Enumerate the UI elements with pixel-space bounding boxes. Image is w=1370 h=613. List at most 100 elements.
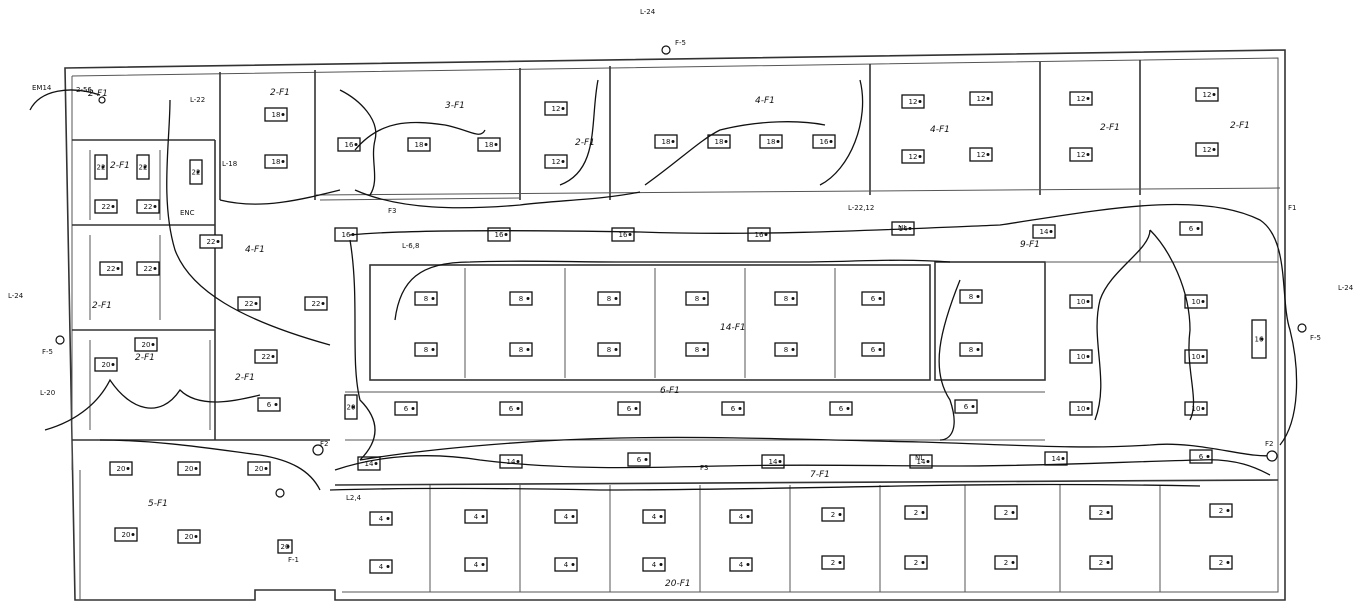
fixture-connection-dot [838,561,842,564]
fixture-box [774,342,798,357]
fixture-label: 10 [1192,298,1201,306]
fixture-label: 2 [914,559,918,567]
fixture-connection-dot [254,302,258,305]
fixture-label: 22 [102,203,111,211]
fixture-connection-dot [644,458,648,461]
fixture-label: 20 [185,465,194,473]
light-fixture: 8 [685,291,709,306]
fixture-box [729,557,753,572]
circuit-labels: L-24 F-5 EM14 2-56 L-22 L-18 ENC L-24 F-… [8,8,1354,564]
light-fixture: 2 [821,555,845,570]
fixture-label: 8 [424,346,428,354]
light-fixture: 12 [544,154,568,169]
fixture-connection-dot [659,563,663,566]
fixture-box [901,94,925,109]
light-fixture: 2 [1089,555,1113,570]
fixture-connection-dot [976,348,980,351]
fixture-connection-dot [971,405,975,408]
light-fixture: 14 [1044,451,1068,466]
light-fixture: 12 [969,91,993,106]
fixture-box [1209,503,1233,518]
fixture-box [1069,294,1093,309]
fixture-box [1184,401,1208,416]
circuit-label: L-22 [190,96,205,104]
light-fixture: 16 [747,227,771,242]
fixture-connection-dot [1201,300,1205,303]
light-fixture: 4 [729,557,753,572]
fixture-connection-dot [321,302,325,305]
fixture-box [969,91,993,106]
light-fixture: 6 [257,397,281,412]
fixture-label: 2 [831,511,835,519]
fixture-connection-dot [846,407,850,410]
light-fixture: 8 [414,342,438,357]
fixture-box [959,342,983,357]
fixture-label: 6 [404,405,409,413]
fixture-connection-dot [1260,337,1264,341]
fixture-connection-dot [431,348,435,351]
fixture-connection-dot [746,563,750,566]
fixture-connection-dot [921,561,925,564]
fixture-label: 16 [755,231,764,239]
fixture-label: 4 [739,561,744,569]
fixture-label: 22 [245,300,254,308]
fixture-label: 20 [122,531,131,539]
fixture-box [369,511,393,526]
light-fixture: 22 [99,261,123,276]
circuit-label: NL [898,224,907,232]
light-fixture: 22 [254,349,278,364]
light-fixture: 10 [1069,401,1093,416]
fixture-label: 8 [695,346,699,354]
light-fixture: 12 [1195,142,1219,157]
fixture-label: 20 [281,543,290,551]
fixture-label: 2 [1219,559,1223,567]
fixture-connection-dot [286,545,290,548]
fixture-box [114,527,138,542]
fixture-connection-dot [111,363,115,366]
light-fixture: 18 [407,137,431,152]
fixture-connection-dot [628,233,632,236]
light-fixture: 16 [611,227,635,242]
fixture-label: 14 [507,458,516,466]
fixture-connection-dot [526,297,530,300]
fixture-label: 8 [424,295,428,303]
circuit-label: F2 [1265,440,1273,448]
panel-icon [98,96,106,104]
fixture-label: 12 [1077,151,1086,159]
light-fixture: 10 [1184,349,1208,364]
fixture-connection-dot [274,403,278,406]
fixture-box [747,227,771,242]
fixture-label: 16 [495,231,504,239]
fixture-box [464,557,488,572]
fixture-box [344,394,358,420]
fixture-label: 10 [1077,405,1086,413]
fixture-box [177,461,201,476]
fixture-connection-dot [153,205,157,208]
fixture-connection-dot [976,295,980,298]
fixture-label: 12 [909,153,918,161]
light-fixture: 2 [904,505,928,520]
circuit-label: F3 [700,464,708,472]
room-label: 3-F1 [445,101,465,111]
fixture-connection-dot [986,97,990,100]
fixture-connection-dot [431,297,435,300]
light-fixture: 4 [554,509,578,524]
light-fixture: 8 [959,289,983,304]
fixture-label: 18 [767,138,776,146]
circuit-label: NL [915,454,924,462]
fixture-connection-dot [1011,511,1015,514]
fixture-connection-dot [101,165,105,169]
fixture-connection-dot [143,165,147,169]
fixture-connection-dot [196,170,200,174]
fixture-label: 10 [1192,353,1201,361]
fixture-connection-dot [724,140,728,143]
fixture-box [394,401,418,416]
circuit-label: F1 [1288,204,1296,212]
circuit-label: F2 [320,440,328,448]
symbols [55,45,1307,498]
fixture-box [597,291,621,306]
fixture-label: 12 [977,151,986,159]
fixture-box [721,401,745,416]
light-fixture: 8 [959,342,983,357]
light-fixture: 6 [1179,221,1203,236]
